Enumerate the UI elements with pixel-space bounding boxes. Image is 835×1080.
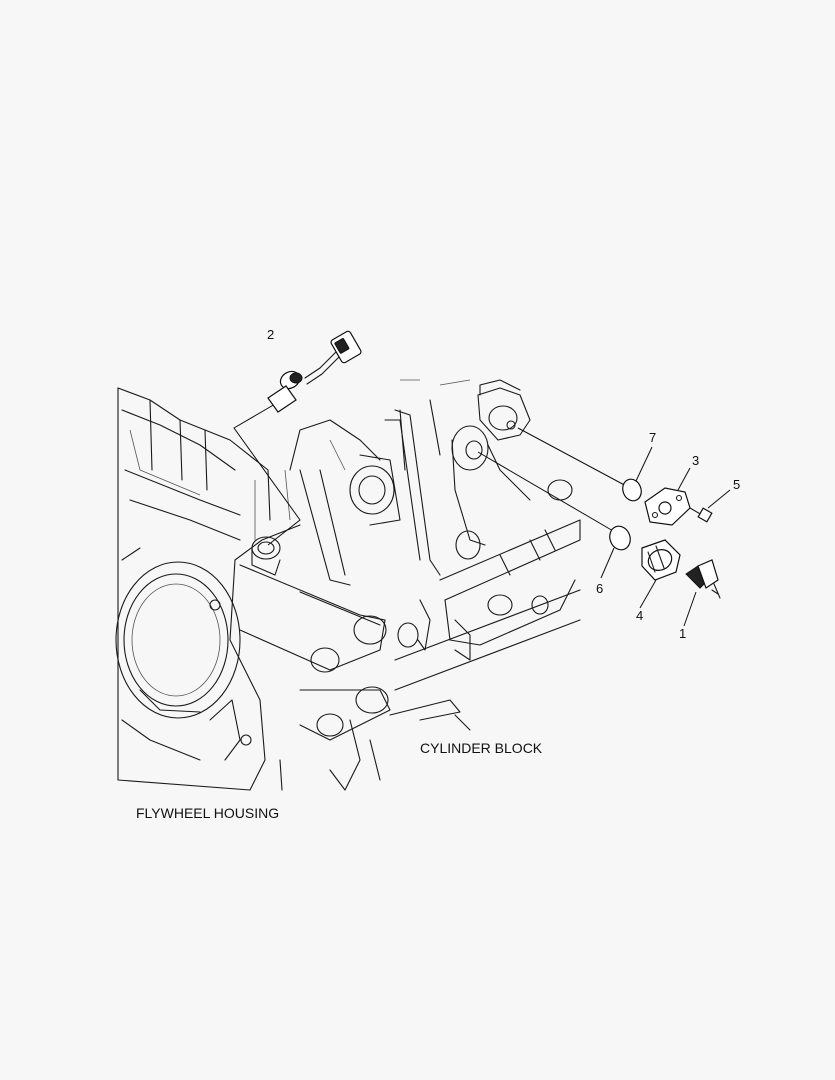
part-5-bolt xyxy=(689,489,731,523)
part-3-flange-plate xyxy=(644,467,691,526)
callout-5: 5 xyxy=(733,477,740,492)
engine-block-drawing xyxy=(115,379,581,791)
callout-4: 4 xyxy=(636,608,643,623)
callout-3: 3 xyxy=(692,453,699,468)
callout-2: 2 xyxy=(267,327,274,342)
callout-7: 7 xyxy=(649,430,656,445)
callout-6: 6 xyxy=(596,581,603,596)
part-1-sender xyxy=(683,559,721,627)
cylinder-block-caption: CYLINDER BLOCK xyxy=(420,740,543,756)
part-6-o-ring xyxy=(477,451,631,579)
callout-1: 1 xyxy=(679,626,686,641)
flywheel-housing-caption: FLYWHEEL HOUSING xyxy=(136,805,279,821)
part-4-adapter xyxy=(639,539,681,609)
part-7-o-ring xyxy=(517,427,653,502)
part-2-sensor-harness xyxy=(233,330,362,546)
